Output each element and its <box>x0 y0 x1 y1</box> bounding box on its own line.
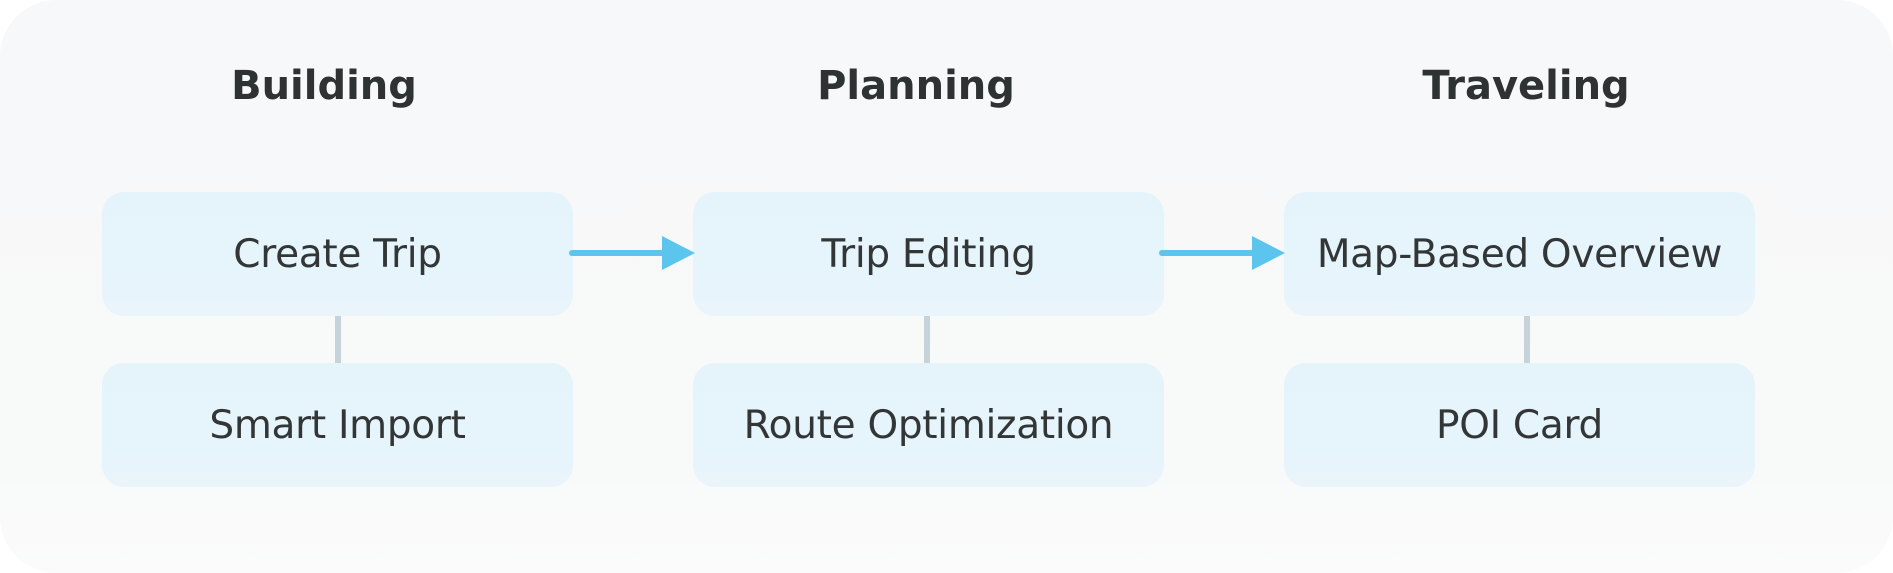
phase-title-traveling: Traveling <box>1422 63 1630 109</box>
node-trip-editing: Trip Editing <box>693 192 1164 316</box>
node-label: Route Optimization <box>743 402 1114 448</box>
node-smart-import: Smart Import <box>102 363 573 487</box>
node-poi-card: POI Card <box>1284 363 1755 487</box>
phase-title-building: Building <box>231 63 417 109</box>
node-create-trip: Create Trip <box>102 192 573 316</box>
node-label: POI Card <box>1436 402 1603 448</box>
arrow-create-to-editing <box>569 236 695 270</box>
phase-title-planning: Planning <box>817 63 1015 109</box>
node-route-optimization: Route Optimization <box>693 363 1164 487</box>
connector-line <box>335 316 341 364</box>
node-label: Smart Import <box>209 402 466 448</box>
node-label: Create Trip <box>233 231 442 277</box>
node-map-based-overview: Map-Based Overview <box>1284 192 1755 316</box>
connector-line <box>1524 316 1530 364</box>
connector-line <box>924 316 930 364</box>
arrow-editing-to-overview <box>1159 236 1285 270</box>
node-label: Trip Editing <box>821 231 1036 277</box>
node-label: Map-Based Overview <box>1316 231 1723 277</box>
